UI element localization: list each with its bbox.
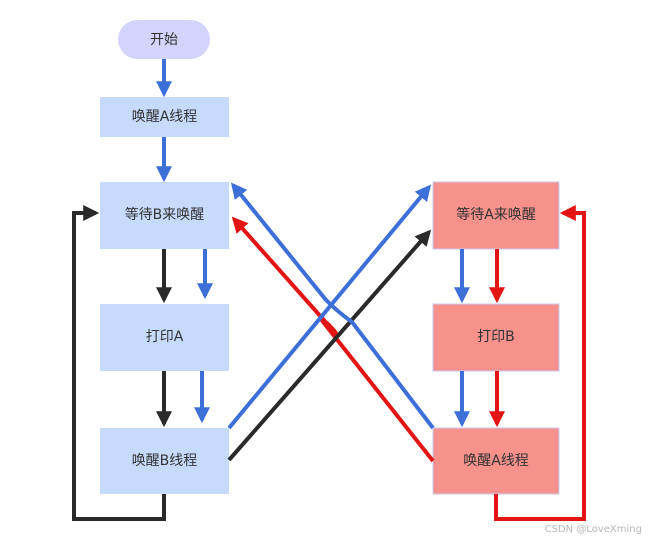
wait-b-node xyxy=(100,182,229,249)
cross-wake-b-to-wait-a-black xyxy=(227,229,432,462)
loop-wake-b-to-wait-b-black xyxy=(72,205,166,521)
wake-a-right-node xyxy=(432,427,560,495)
print-a-label: 打印A xyxy=(146,328,184,345)
wake-b-node xyxy=(100,428,229,494)
cross-wake-b-to-wait-a-blue xyxy=(227,184,432,430)
wake-a-left-label: 唤醒A线程 xyxy=(132,108,198,125)
cross-wake-a-right-to-wait-b-blue xyxy=(230,182,435,430)
wait-a-node xyxy=(432,181,560,250)
wake-a-left-node xyxy=(100,97,229,137)
start-node xyxy=(118,20,210,59)
print-b-node xyxy=(432,303,560,372)
watermark: CSDN @LoveXming xyxy=(544,524,642,535)
wait-a-label: 等待A来唤醒 xyxy=(456,206,536,223)
wake-b-label: 唤醒B线程 xyxy=(132,452,198,469)
wake-a-right-label: 唤醒A线程 xyxy=(463,452,529,469)
print-a-node xyxy=(100,304,229,371)
wait-b-label: 等待B来唤醒 xyxy=(125,206,205,223)
loop-wake-a-to-wait-a-red xyxy=(494,205,586,521)
print-b-label: 打印B xyxy=(477,328,515,345)
start-label: 开始 xyxy=(150,32,178,48)
